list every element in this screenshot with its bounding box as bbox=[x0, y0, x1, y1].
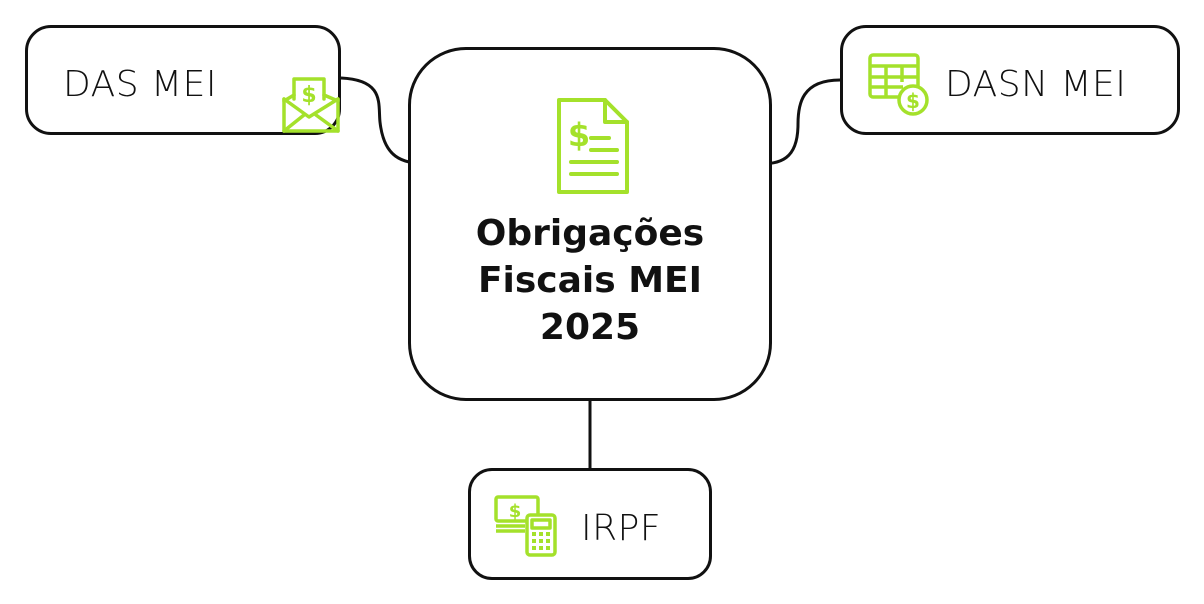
node-irpf-label: IRPF bbox=[581, 508, 662, 549]
connector-dasn bbox=[757, 78, 841, 166]
connector-das bbox=[340, 76, 427, 166]
envelope-dollar-icon: $ bbox=[280, 75, 344, 143]
spreadsheet-dollar-icon: $ bbox=[867, 52, 933, 122]
node-dasn-label: DASN MEI bbox=[945, 64, 1127, 105]
svg-text:$: $ bbox=[906, 89, 920, 113]
node-das-label: DAS MEI bbox=[63, 64, 217, 105]
center-title-line-1: Obrigações bbox=[475, 213, 705, 254]
node-dasn-mei: $ DASN MEI bbox=[840, 25, 1180, 135]
svg-text:$: $ bbox=[509, 501, 522, 522]
center-title-line-2: Fiscais MEI bbox=[477, 260, 703, 301]
node-das-mei: DAS MEI $ bbox=[25, 25, 341, 135]
svg-text:$: $ bbox=[568, 116, 590, 154]
center-node: $ Obrigações Fiscais MEI 2025 bbox=[408, 47, 772, 401]
center-title: Obrigações Fiscais MEI 2025 bbox=[411, 210, 769, 351]
cash-calculator-icon: $ bbox=[493, 493, 559, 563]
svg-text:$: $ bbox=[301, 83, 316, 108]
invoice-dollar-icon: $ bbox=[555, 96, 631, 200]
center-title-line-3: 2025 bbox=[539, 307, 641, 348]
node-irpf: $ IRPF bbox=[468, 468, 712, 580]
